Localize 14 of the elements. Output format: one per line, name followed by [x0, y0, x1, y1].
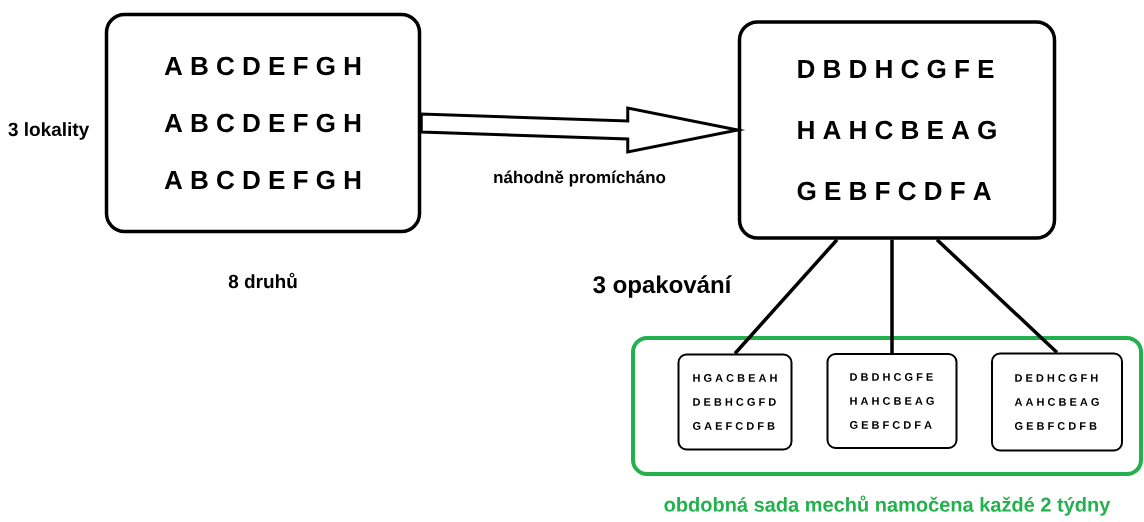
connector-line — [733, 238, 839, 355]
letter-box: D B D H C G F E H A H C B E A G G E B F C D F A — [737, 20, 1057, 240]
side-label: 3 lokality — [8, 122, 90, 140]
connector-line — [935, 238, 1059, 354]
edge-label: náhodně promícháno — [494, 170, 666, 187]
connector-line — [890, 239, 894, 353]
letter-box: D B D H C G F E H A H C B E A G G E B F C D F A — [826, 353, 958, 449]
side-label: 3 opakování — [593, 275, 732, 298]
block-arrow — [419, 106, 746, 154]
letter-box: D E D H C G F H A A H C B E A G G E B F C D F B — [991, 352, 1123, 452]
letter-box: H G A C B E A H D E B H C G F D G A E F C D F B — [677, 353, 793, 451]
side-label: 8 druhů — [228, 272, 297, 289]
node-label: obdobná sada mechů namočena každé 2 týdny — [664, 495, 1111, 516]
letter-box: A B C D E F G H A B C D E F G H A B C D E F G H — [104, 12, 422, 234]
